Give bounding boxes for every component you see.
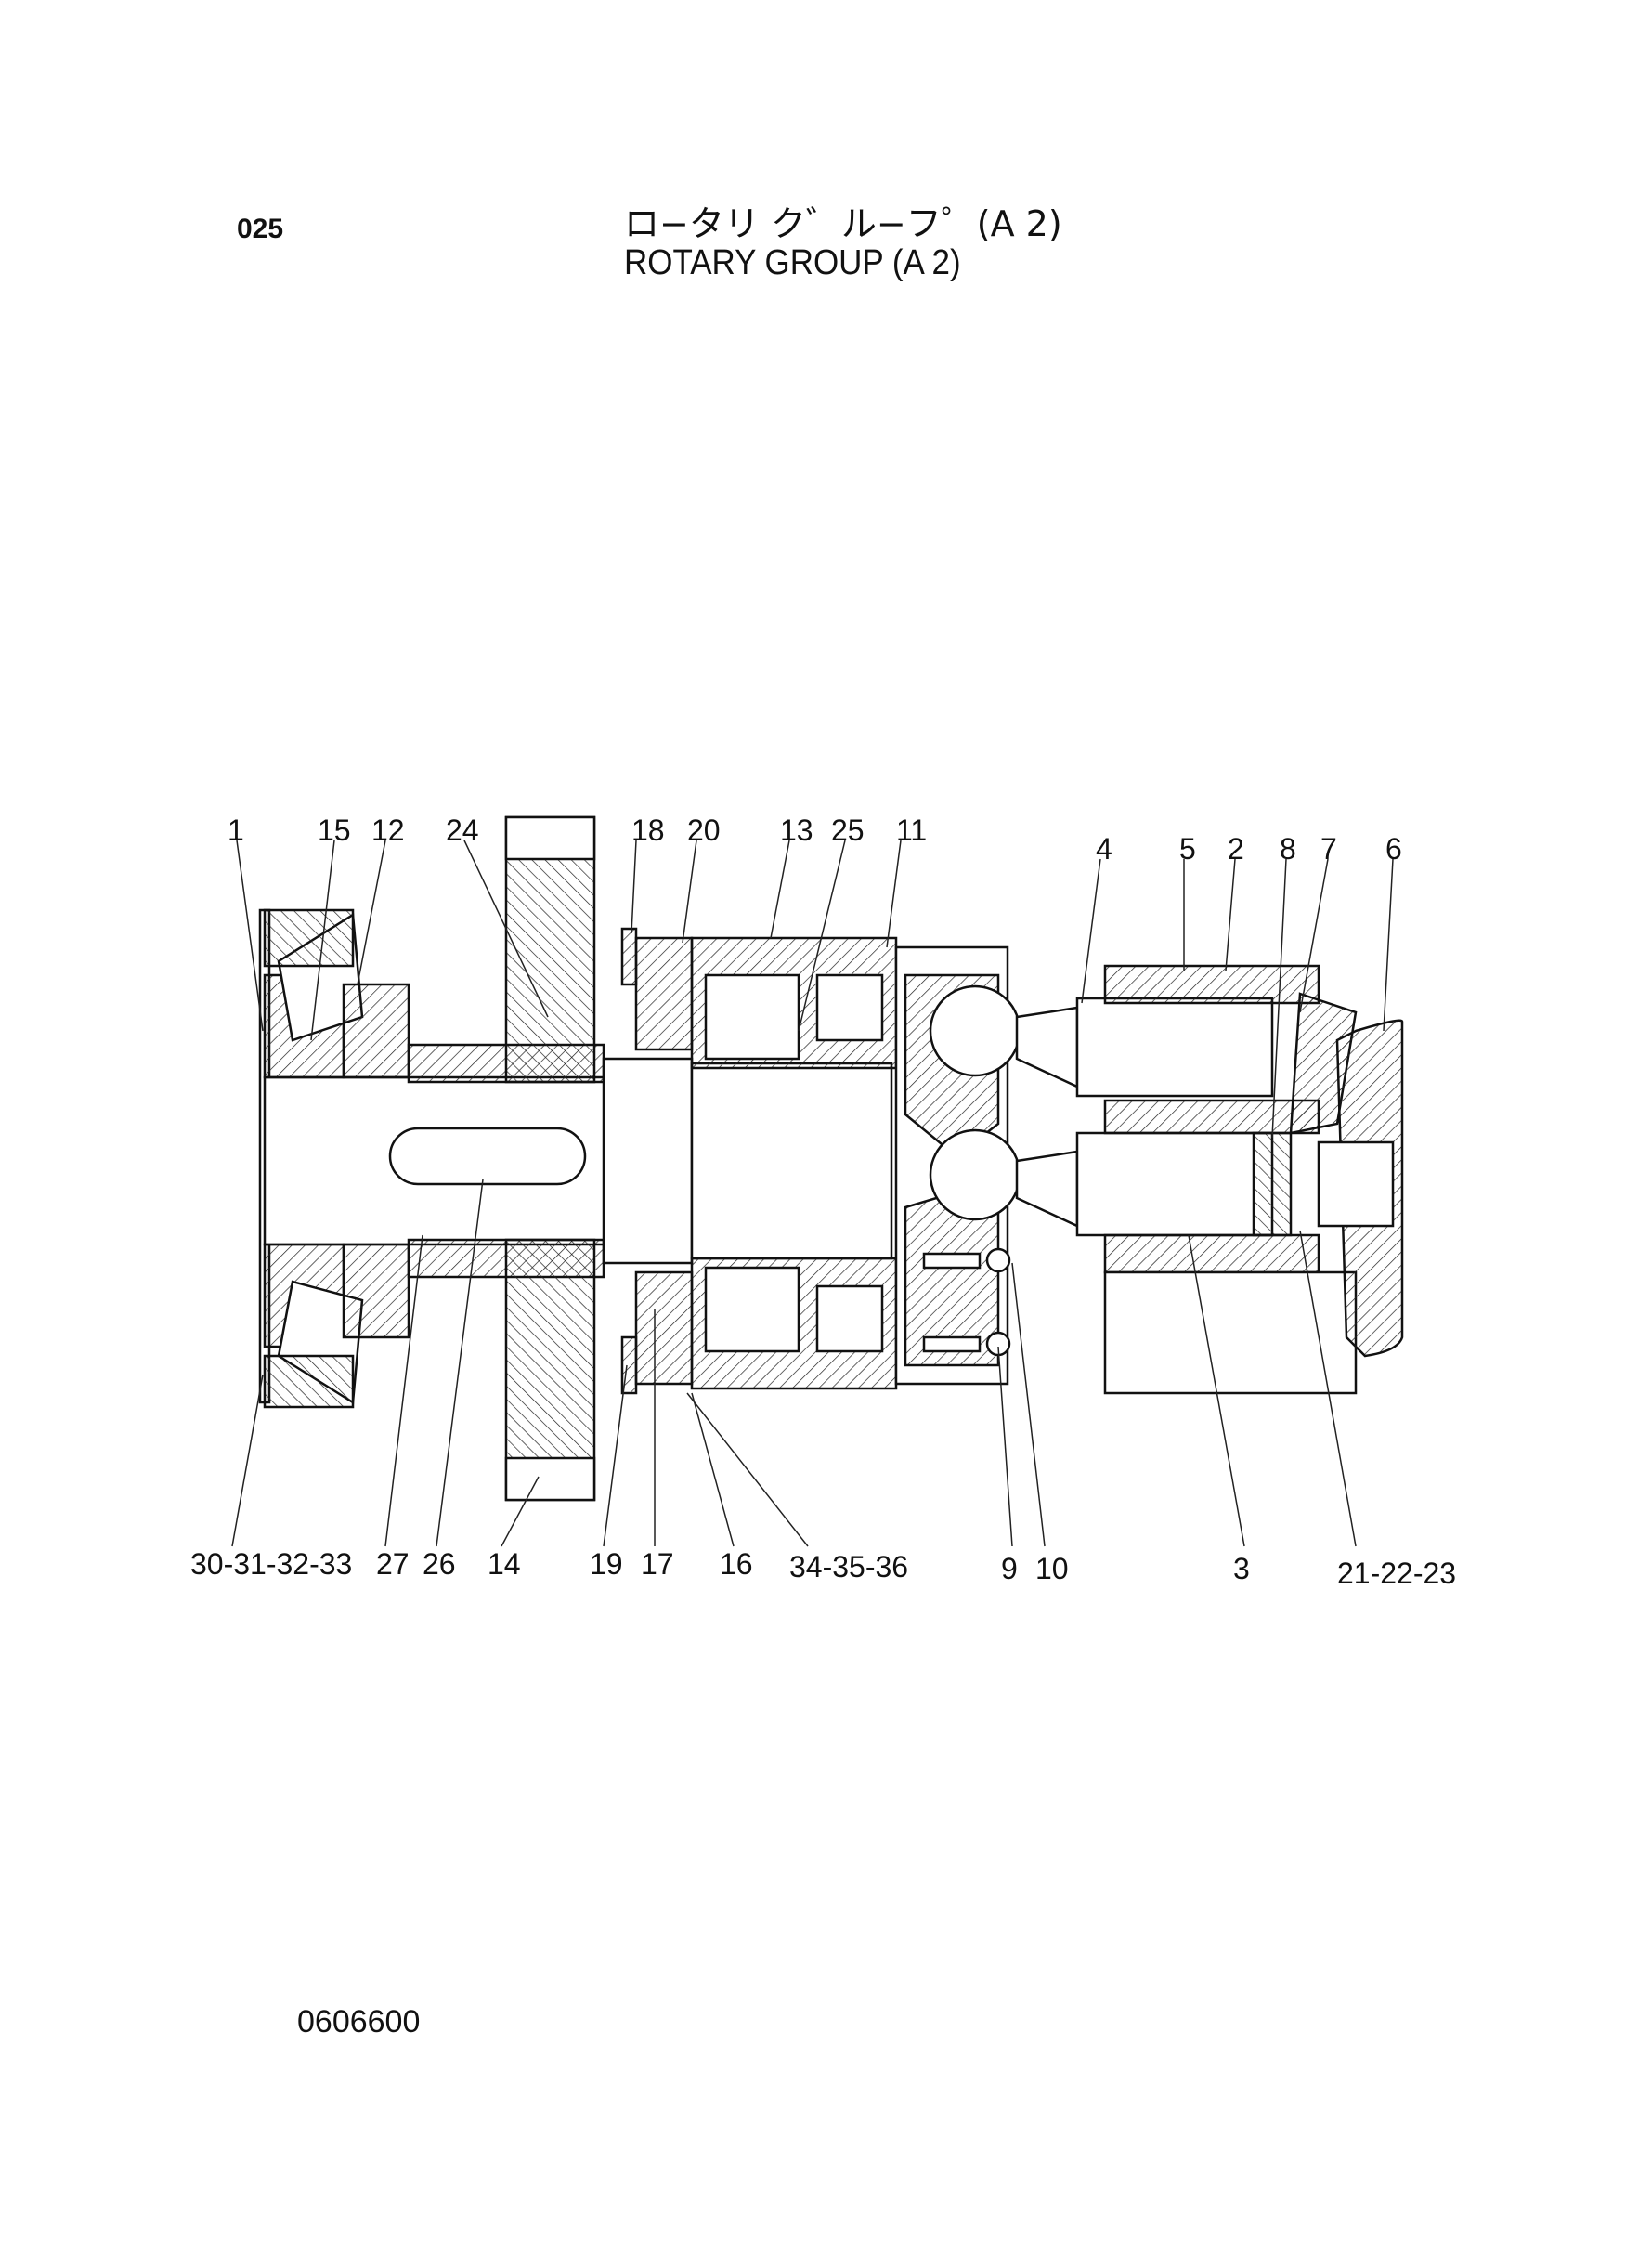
piston-neck-upper (1015, 1006, 1079, 1088)
seal-holder-lower (634, 1270, 694, 1386)
callout-label: 8 (1280, 832, 1296, 866)
title-japanese: ロ−タリ ク゛ル−フ゜(A 2) (624, 203, 1062, 244)
callout-label: 3 (1233, 1552, 1250, 1585)
piston-lower (1075, 1131, 1274, 1237)
gear-upper (504, 815, 596, 1084)
housing-upper-window (704, 973, 800, 1061)
screw-upper (922, 1252, 982, 1270)
leader-lines (231, 840, 1394, 1547)
callout-label: 25 (831, 814, 865, 847)
piston-upper (1075, 997, 1274, 1098)
callout-label: 15 (318, 814, 351, 847)
drawing-body (258, 815, 1404, 1502)
piston-neck-lower (1015, 1150, 1079, 1228)
callout-label: 26 (423, 1547, 456, 1581)
callout-label: 20 (687, 814, 721, 847)
callout-label: 30-31-32-33 (190, 1547, 352, 1581)
callout-label: 12 (371, 814, 405, 847)
shaft-keyway (388, 1127, 587, 1186)
bearing-upper-cone (263, 908, 355, 968)
callout-label: 19 (590, 1547, 623, 1581)
piston-ball-lower (929, 1128, 1021, 1221)
collar-lower (342, 1243, 410, 1339)
housing-upper-window2 (815, 973, 884, 1042)
page-number: 025 (237, 214, 284, 244)
spring-set (1252, 1131, 1293, 1237)
callouts-bottom: 30-31-32-33 27 26 14 19 17 16 34-35-36 9… (190, 1547, 1456, 1590)
cylinder-shaft-main (690, 1062, 893, 1260)
callouts-top: 1 15 12 24 18 20 13 25 11 4 5 2 8 7 6 (228, 814, 1402, 866)
title-english: ROTARY GROUP (A 2) (624, 243, 961, 282)
callout-label: 2 (1228, 832, 1244, 866)
bearing-lower-cone (263, 1354, 355, 1409)
drawing-number: 0606600 (297, 2004, 421, 2039)
piston-ball-upper (929, 984, 1021, 1077)
callout-label: 11 (896, 814, 927, 847)
housing-lower-window (704, 1266, 800, 1353)
screw-lower (922, 1335, 982, 1353)
gear-lower (504, 1238, 596, 1502)
callout-label: 21-22-23 (1337, 1557, 1456, 1590)
callout-label: 14 (488, 1547, 521, 1581)
gear-upper-tip (504, 815, 596, 861)
callout-label: 16 (720, 1547, 753, 1581)
collar (342, 983, 410, 1079)
callout-label: 13 (780, 814, 813, 847)
callout-label: 6 (1385, 832, 1402, 866)
cylinder-upper (1103, 964, 1320, 1005)
callout-label: 27 (376, 1547, 410, 1581)
callout-label: 1 (228, 814, 244, 847)
screw-head-upper (985, 1247, 1011, 1273)
callout-label: 17 (641, 1547, 674, 1581)
callout-label: 10 (1035, 1552, 1069, 1585)
callout-label: 7 (1320, 832, 1337, 866)
cylinder-shaft-section (602, 1057, 694, 1265)
end-cap-plug (1317, 1140, 1395, 1228)
seal-holder-upper (634, 936, 694, 1051)
callout-label: 5 (1179, 832, 1196, 866)
callout-label: 4 (1096, 832, 1112, 866)
callout-label: 18 (631, 814, 665, 847)
seal-plate-upper (620, 927, 638, 986)
callout-label: 24 (446, 814, 479, 847)
gear-lower-tip (504, 1456, 596, 1502)
cylinder-lower (1103, 1233, 1320, 1274)
housing-lower-window2 (815, 1284, 884, 1353)
callout-label: 9 (1001, 1552, 1018, 1585)
callout-label: 34-35-36 (789, 1550, 908, 1583)
cylinder-mid (1103, 1099, 1320, 1135)
cylinder-body (1103, 1270, 1358, 1395)
